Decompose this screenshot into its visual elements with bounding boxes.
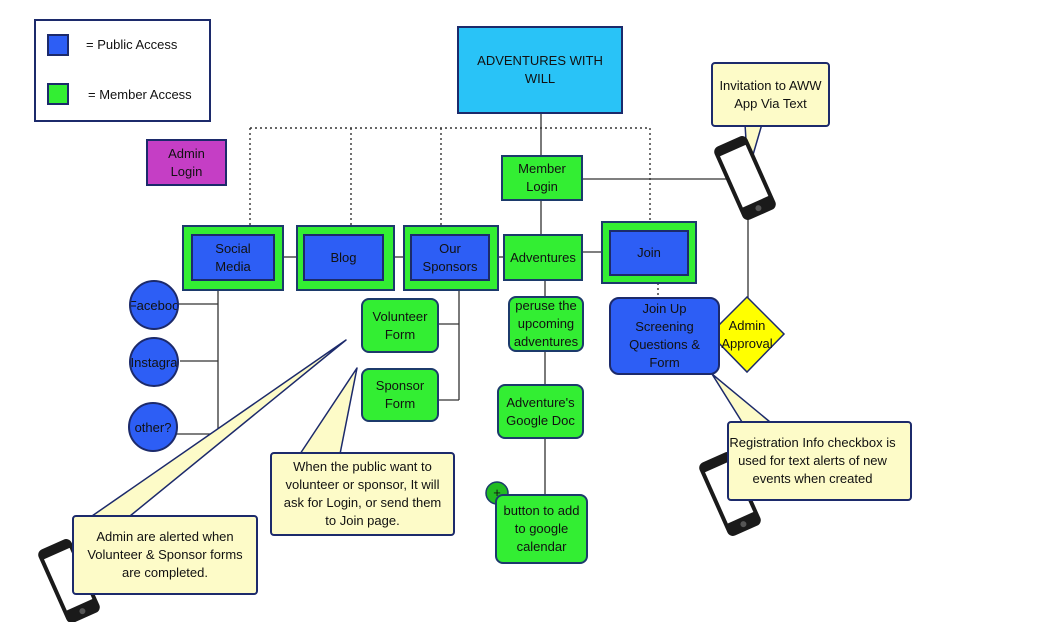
add-to-calendar-node[interactable]: button to add to google calendar <box>495 494 588 564</box>
plus-badge-label[interactable]: + <box>493 485 501 500</box>
adventures-node[interactable]: Adventures <box>503 234 583 281</box>
title-node[interactable]: ADVENTURES WITH WILL <box>457 26 623 114</box>
phone-icon <box>714 136 776 220</box>
facebook-node[interactable]: Faceboo <box>129 280 179 330</box>
admin-approval-label[interactable]: Admin Approval <box>721 318 773 351</box>
public-access-swatch <box>47 34 69 56</box>
member-access-label: = Member Access <box>88 87 192 102</box>
our-sponsors-node[interactable]: Our Sponsors <box>410 234 490 281</box>
other-node[interactable]: other? <box>128 402 178 452</box>
admin-approval-diamond <box>708 295 786 374</box>
join-node[interactable]: Join <box>609 230 689 276</box>
blog-node[interactable]: Blog <box>303 234 384 281</box>
public-access-label: = Public Access <box>86 37 178 52</box>
invitation-note: Invitation to AWW App Via Text <box>711 62 830 127</box>
admin-login-node[interactable]: Admin Login <box>146 139 227 186</box>
peruse-node[interactable]: peruse the upcoming adventures <box>508 296 584 352</box>
google-doc-node[interactable]: Adventure's Google Doc <box>497 384 584 439</box>
public-want-note: When the public want to volunteer or spo… <box>270 452 455 536</box>
join-up-node[interactable]: Join Up Screening Questions & Form <box>609 297 720 375</box>
volunteer-form-node[interactable]: Volunteer Form <box>361 298 439 353</box>
registration-note: Registration Info checkbox is used for t… <box>727 421 912 501</box>
member-access-swatch <box>47 83 69 105</box>
instagram-node[interactable]: Instagra <box>129 337 179 387</box>
sponsor-form-node[interactable]: Sponsor Form <box>361 368 439 422</box>
admin-alerted-note: Admin are alerted when Volunteer & Spons… <box>72 515 258 595</box>
legend: = Public Access = Member Access <box>34 19 211 122</box>
member-login-node[interactable]: Member Login <box>501 155 583 201</box>
social-media-node[interactable]: Social Media <box>191 234 275 281</box>
